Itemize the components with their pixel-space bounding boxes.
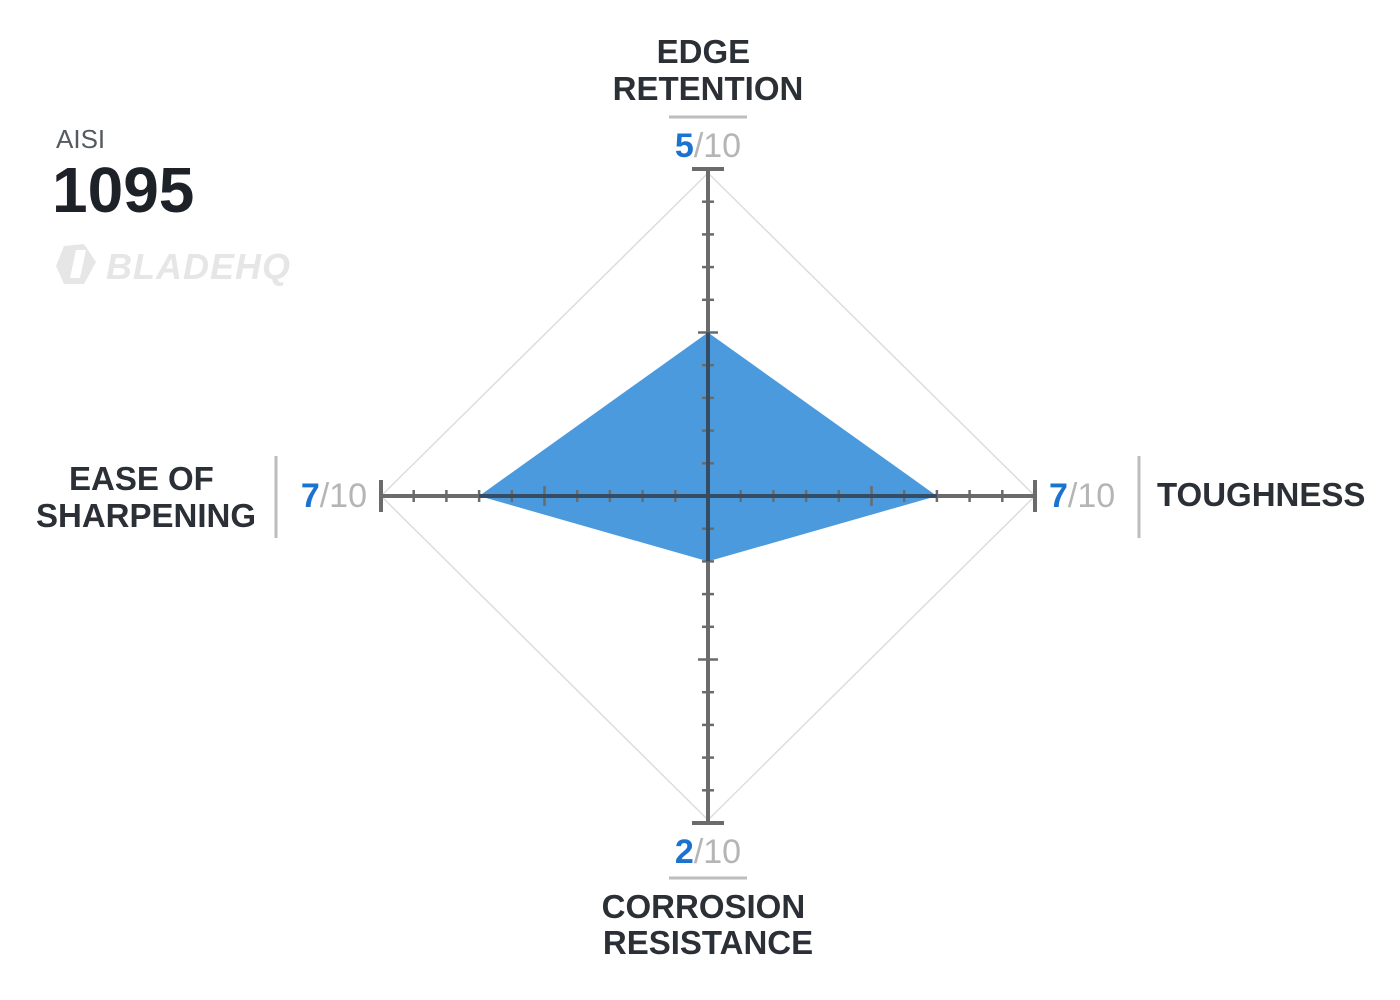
score-top: 5/10 <box>675 127 741 165</box>
score-left: 7/10 <box>301 477 367 515</box>
score-right: 7/10 <box>1049 477 1115 515</box>
axis-label-bottom: CORROSION RESISTANCE <box>602 888 815 961</box>
axis-label-top: EDGE RETENTION <box>613 33 804 107</box>
axes <box>379 167 1037 825</box>
score-bottom: 2/10 <box>675 833 741 871</box>
axis-overlay <box>479 332 937 562</box>
axis-label-left: EASE OF SHARPENING <box>36 460 256 534</box>
axis-label-right: TOUGHNESS <box>1157 476 1365 513</box>
steel-name: 1095 <box>52 154 194 226</box>
bladehq-logo: BLADEHQ <box>56 244 291 287</box>
steel-prefix: AISI <box>56 124 105 154</box>
brand-name: BLADEHQ <box>106 246 291 287</box>
